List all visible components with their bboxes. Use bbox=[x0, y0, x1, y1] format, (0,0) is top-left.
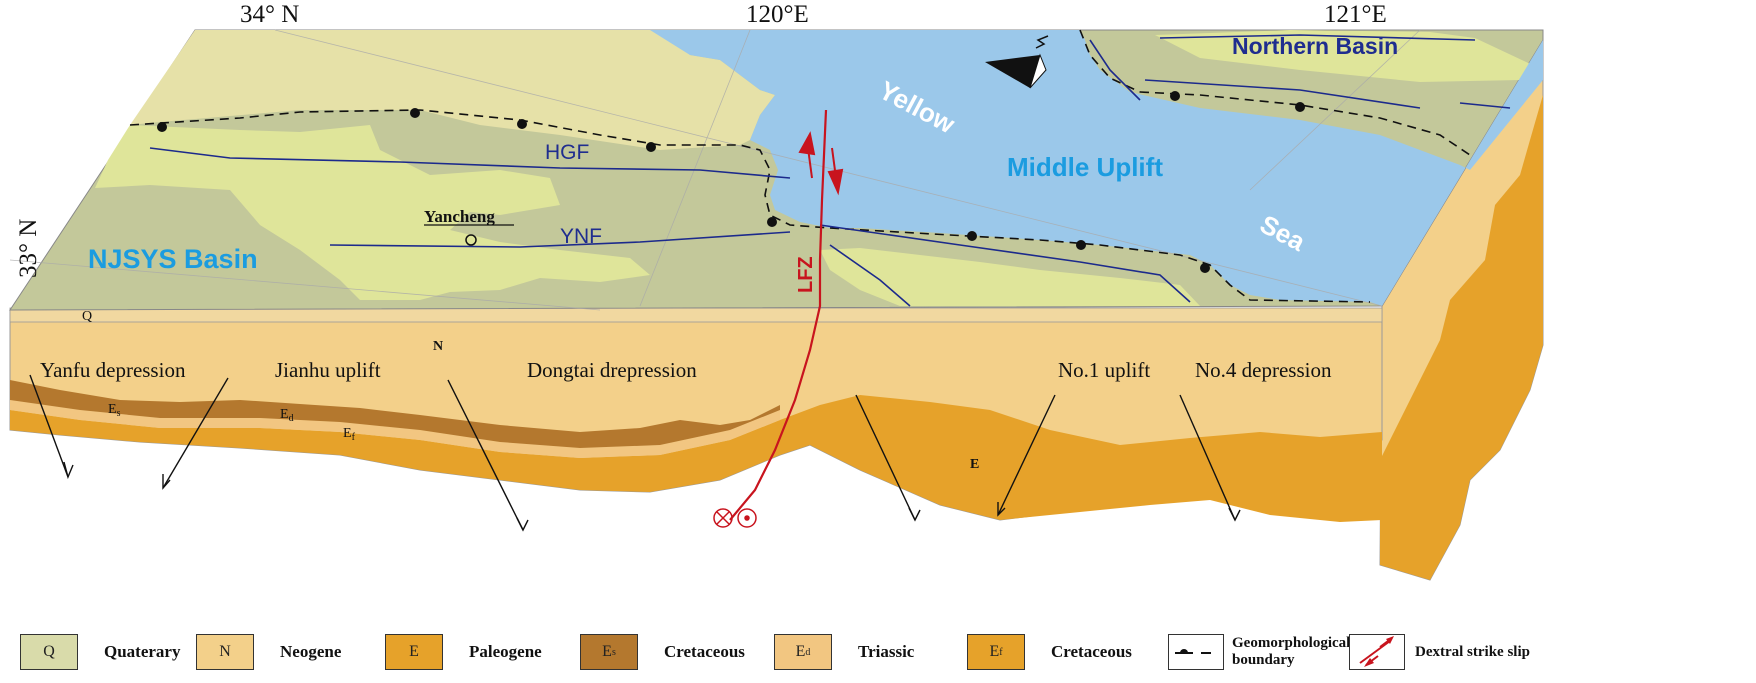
njsys-basin-label: NJSYS Basin bbox=[88, 244, 258, 274]
legend-item-strike-slip: Dextral strike slip bbox=[1349, 632, 1530, 672]
legend-swatch: N bbox=[196, 634, 254, 670]
q-top-label: Q bbox=[82, 309, 92, 324]
legend-item-geomorph: Geomorphological boundary bbox=[1168, 632, 1350, 672]
layer-es bbox=[10, 380, 780, 448]
yellow-green-patch-3 bbox=[1155, 30, 1543, 82]
yellow-green-patch-1 bbox=[95, 125, 650, 300]
es-label: Es bbox=[108, 402, 121, 419]
legend-code: E bbox=[409, 643, 419, 660]
legend-code: E bbox=[602, 643, 612, 660]
lfz-fault bbox=[729, 109, 828, 521]
legend-label: Cretaceous bbox=[1051, 642, 1132, 661]
ef-sub: f bbox=[352, 432, 356, 443]
legend-swatch: E bbox=[385, 634, 443, 670]
geomorph-boundary-icon bbox=[1175, 649, 1211, 654]
yancheng-marker bbox=[465, 234, 477, 246]
no4-depression-label: No.4 depression bbox=[1195, 358, 1332, 382]
ef-label: Ef bbox=[343, 426, 356, 443]
lfz-label: LFZ bbox=[795, 256, 817, 293]
e-section-label: E bbox=[970, 457, 979, 472]
jianhu-uplift-label: Jianhu uplift bbox=[275, 358, 381, 382]
dextral-slip-arrows bbox=[798, 131, 844, 196]
layer-ef bbox=[10, 410, 780, 492]
sea bbox=[650, 30, 1543, 306]
legend-label: Cretaceous bbox=[664, 642, 745, 661]
yanfu-depression-label: Yanfu depression bbox=[40, 358, 186, 382]
geomorph-boundary-swatch bbox=[1168, 634, 1224, 670]
ed-sub: d bbox=[289, 413, 294, 424]
yancheng-label: Yancheng bbox=[424, 207, 495, 226]
legend-label: Quaterary bbox=[104, 642, 181, 661]
legend-code: N bbox=[219, 643, 231, 660]
legend-label: Paleogene bbox=[469, 642, 542, 661]
es-sub: s bbox=[117, 408, 121, 419]
legend-label: Triassic bbox=[858, 642, 915, 661]
legend-code-sub: f bbox=[999, 646, 1003, 658]
legend-code: E bbox=[989, 643, 1000, 660]
strike-slip-label: Dextral strike slip bbox=[1415, 643, 1530, 660]
graticule bbox=[9, 29, 1421, 311]
section-faults bbox=[29, 374, 1241, 532]
ed-label: Ed bbox=[280, 407, 294, 424]
es-main: E bbox=[108, 402, 117, 417]
dextral-strike-slip-icon bbox=[1359, 636, 1394, 667]
ed-main: E bbox=[280, 407, 289, 422]
ynf-label: YNF bbox=[560, 225, 602, 248]
no1-uplift-label: No.1 uplift bbox=[1058, 358, 1150, 382]
geomorph-line1: Geomorphological bbox=[1232, 635, 1351, 651]
hgf-label: HGF bbox=[545, 141, 589, 164]
layer-ed bbox=[10, 400, 780, 458]
yellow-green-patch-2 bbox=[820, 248, 1200, 306]
geomorph-boundaries bbox=[129, 29, 1471, 303]
geomorph-line2: boundary bbox=[1232, 652, 1295, 668]
ef-main: E bbox=[343, 426, 352, 441]
n-section-label: N bbox=[433, 339, 443, 354]
dongtai-depression-label: Dongtai drepression bbox=[527, 358, 697, 382]
geomorph-boundary-label: Geomorphological boundary bbox=[1232, 635, 1350, 669]
legend-code-sub: d bbox=[805, 646, 811, 658]
legend-code: E bbox=[795, 643, 806, 660]
blue-faults bbox=[149, 34, 1511, 307]
legend-item-neogene: N Neogene bbox=[196, 632, 341, 672]
northern-basin-label: Northern Basin bbox=[1232, 33, 1398, 59]
legend-item-quaternary: Q Quaterary bbox=[20, 632, 180, 672]
boundary-dots bbox=[157, 91, 1305, 273]
legend-item-paleogene: E Paleogene bbox=[385, 632, 542, 672]
middle-uplift-label: Middle Uplift bbox=[1007, 152, 1163, 182]
light-land-north bbox=[130, 30, 775, 150]
strike-slip-swatch bbox=[1349, 634, 1405, 670]
lon-34-label: 34° N bbox=[240, 1, 299, 28]
right-side-paleogene bbox=[1380, 95, 1543, 580]
lon-120-label: 120°E bbox=[746, 1, 809, 28]
front-face-paleogene bbox=[780, 395, 1382, 522]
legend-label: Neogene bbox=[280, 642, 342, 661]
strike-slip-symbols bbox=[713, 508, 757, 528]
lon-121-label: 121°E bbox=[1324, 1, 1387, 28]
front-quaternary-strip bbox=[9, 307, 1383, 323]
lat-33-label: 33° N bbox=[15, 219, 42, 278]
legend-swatch: Q bbox=[20, 634, 78, 670]
legend-code: Q bbox=[43, 643, 55, 660]
north-arrow-icon bbox=[985, 35, 1049, 89]
legend-code-sub: s bbox=[611, 646, 616, 658]
